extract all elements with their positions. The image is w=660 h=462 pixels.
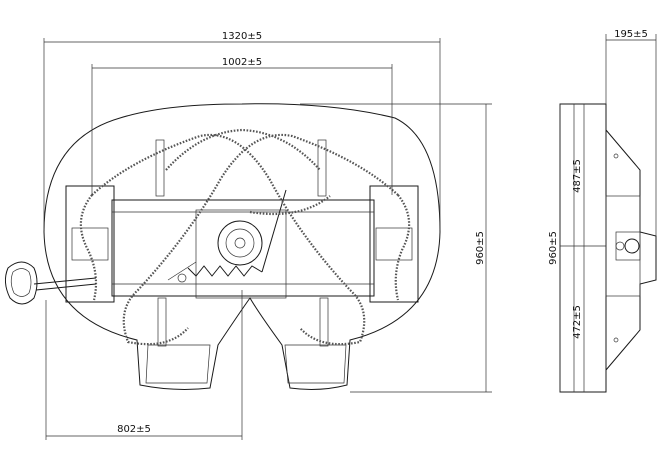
dim-depth: 195±5: [614, 29, 648, 40]
dim-overall-width: 1320±5: [222, 31, 262, 42]
pivot-pin: [177, 273, 187, 283]
side-mount-profile: [605, 129, 657, 371]
front-dimensions: 1320±5 1002±5 960±5 802±5: [43, 31, 492, 440]
lube-line-center: [165, 128, 331, 216]
skid-right: [284, 344, 347, 384]
dim-rear-offset: 802±5: [117, 424, 151, 435]
lock-housing: [195, 209, 287, 299]
side-view: [559, 103, 657, 393]
side-boss: [615, 231, 641, 261]
side-dimensions: 195±5 960±5 487±5 472±5: [548, 29, 657, 392]
release-rod: [33, 277, 97, 285]
release-handle-inner: [10, 268, 32, 297]
side-bolt-top: [613, 153, 619, 159]
dim-side-height: 960±5: [548, 231, 559, 265]
dim-inner-width: 1002±5: [222, 57, 262, 68]
slot-bottom-right: [319, 297, 329, 347]
lock-wheel-hub: [234, 237, 246, 249]
dim-height: 960±5: [475, 231, 486, 265]
lube-line-left: [79, 133, 366, 346]
dim-upper-section: 487±5: [572, 159, 583, 193]
side-bolt-bottom: [613, 337, 619, 343]
release-handle: [4, 261, 38, 305]
front-view: [4, 103, 441, 390]
side-pin-small: [615, 241, 625, 251]
slot-top-left: [155, 139, 165, 197]
bracket-right-inner: [375, 227, 413, 261]
spring: [187, 265, 263, 277]
lever-link: [167, 261, 197, 281]
lock-wheel-inner: [225, 228, 255, 258]
main-frame: [111, 199, 375, 297]
side-housing: [605, 195, 641, 297]
slot-bottom-left: [157, 297, 167, 347]
side-plate: [559, 103, 607, 393]
lock-wheel: [217, 220, 263, 266]
skid-left: [145, 344, 211, 384]
lube-line-right: [122, 133, 411, 346]
side-pin: [624, 238, 640, 254]
bracket-left: [65, 185, 115, 303]
slot-top-right: [317, 139, 327, 197]
bracket-right: [369, 185, 419, 303]
release-rod-lower: [35, 283, 97, 291]
lever-arm: [261, 189, 287, 273]
bracket-left-inner: [71, 227, 109, 261]
dim-lower-section: 472±5: [572, 305, 583, 339]
